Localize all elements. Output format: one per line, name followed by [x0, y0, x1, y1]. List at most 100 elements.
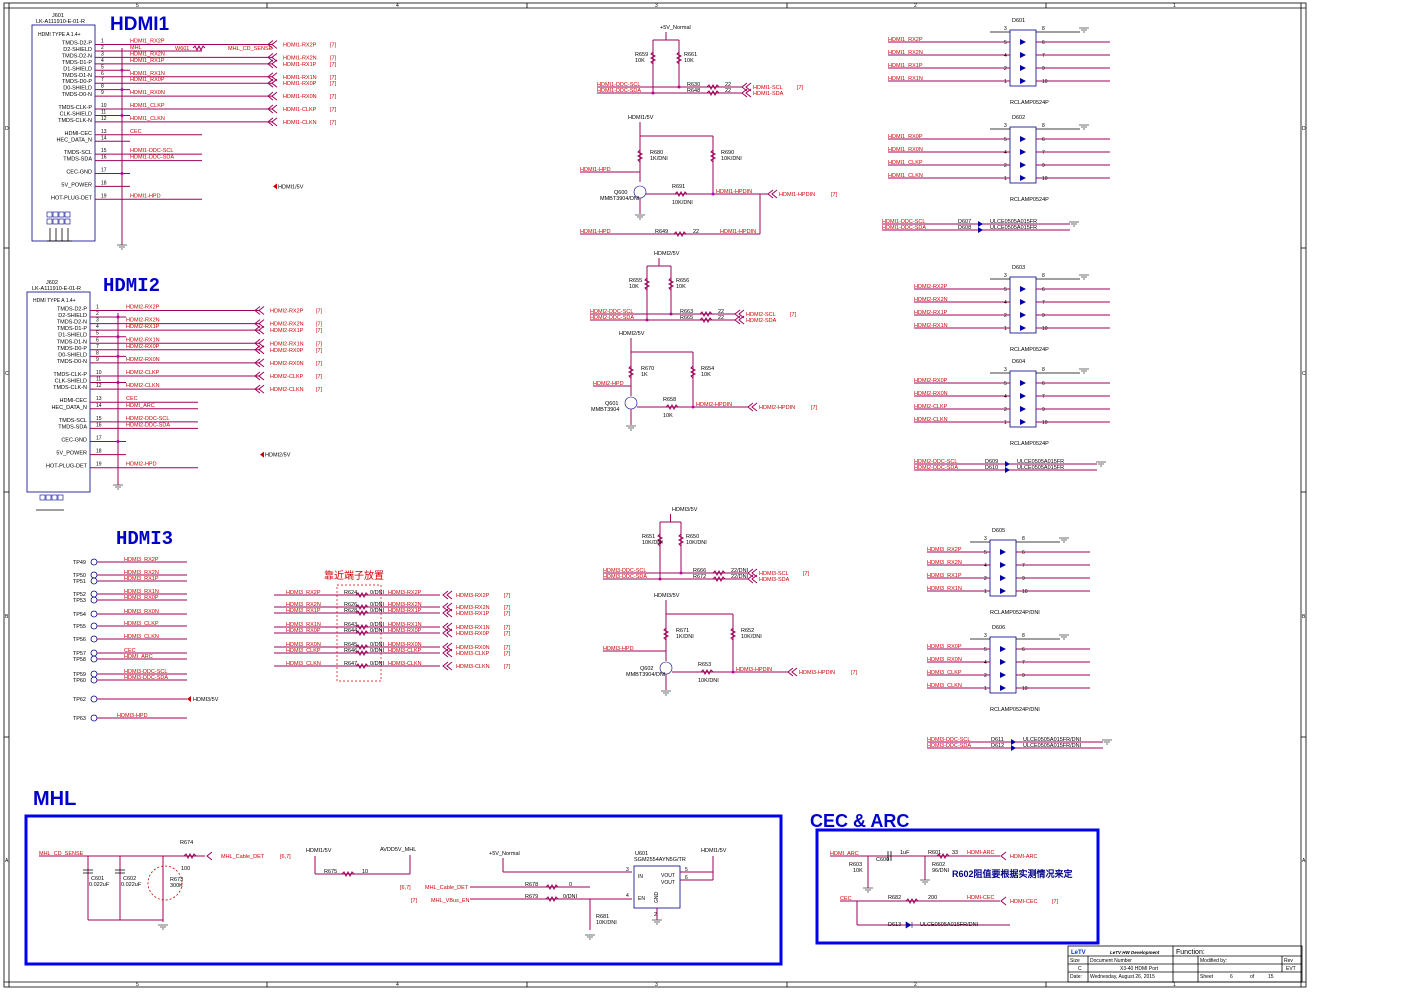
section-title-hdmi3: HDMI3	[116, 528, 173, 550]
hpd3-q-part: MMBT3904/DNI	[626, 672, 666, 678]
j602-pin-number-6: 6	[96, 337, 99, 343]
tb-brand: LeTV	[1071, 950, 1086, 956]
cec-ref: [7]	[1052, 899, 1059, 905]
resistor-symbol	[636, 149, 644, 163]
hpd2-q-part: MMBT3904	[591, 407, 619, 413]
tvs5-rpin-3: 10	[1022, 589, 1028, 595]
j602-pin-net-9: HDMI2-RX0N	[126, 357, 160, 363]
res-bank-tag-5: HDMI3-RX0N	[456, 645, 490, 651]
border-col-5: 5	[136, 3, 139, 9]
tvs1-lpin-1: 4	[1004, 53, 1007, 59]
res-bank-in-0: HDMI3_RX2P	[286, 590, 321, 596]
tvs6-rpin-0: 6	[1022, 647, 1025, 653]
border-col-1-bottom: 1	[1173, 982, 1176, 988]
tvs5-lpin-2: 2	[984, 576, 987, 582]
tvs-body	[1009, 276, 1037, 334]
mhl-block: MHL_CD_SENSE R674 MHL_Cable_DET [6,7] C6…	[24, 814, 783, 966]
tvs1-net-2: HDMI1_RX1P	[888, 63, 923, 69]
tvs4-lpin-2: 2	[1004, 407, 1007, 413]
tvs-diode	[1000, 646, 1006, 652]
tvs2-lpin-1: 4	[1004, 150, 1007, 156]
j601-pin-net-10: HDMI1_CLKP	[130, 103, 165, 109]
offpage-arrow	[267, 59, 278, 69]
cec-in-net: CEC	[840, 896, 852, 902]
j601-pin-name-13: HDMI-CEC	[65, 131, 93, 137]
ddc3-sda-tag: HDMI3-SDA	[759, 577, 790, 583]
j602-pin-number-3: 3	[96, 318, 99, 324]
border-col-5-bottom: 5	[136, 982, 139, 988]
hpd1-bypass-out: HDMI1-HPDIN	[720, 229, 756, 235]
arc-in-net: HDMI_ARC	[830, 851, 859, 857]
res-bank-value-4: 0/DNI	[370, 628, 385, 634]
j601-pin-name-18: 5V_POWER	[61, 182, 92, 188]
power-port-symbol	[260, 451, 264, 458]
arc-tag: HDMI-ARC	[1010, 854, 1038, 860]
tb-function: Function:	[1176, 949, 1205, 956]
mhl-5v-normal: +5V_Normal	[489, 851, 520, 857]
ground-symbol	[1079, 368, 1089, 374]
tvs1-net-3: HDMI1_RX1N	[888, 76, 923, 82]
border-row-b-right: B	[1302, 614, 1306, 620]
testpoint-net-tp55: HDMI3_CLKP	[124, 621, 159, 627]
res-bank-value-6: 0/DNI	[370, 648, 385, 654]
j601-pin-number-4: 4	[101, 58, 104, 64]
border-col-3-bottom: 3	[655, 982, 658, 988]
j602-ref-9: [7]	[316, 361, 323, 367]
res-bank-in-6: HDMI3_CLKP	[286, 648, 321, 654]
tvs6-rpin-2: 9	[1022, 673, 1025, 679]
tvs-pin-tl-3: 3	[1004, 273, 1007, 279]
offpage-arrow	[747, 574, 758, 584]
hpd3-r1-ref: R671	[676, 628, 689, 634]
r681-ref: R681	[596, 914, 609, 920]
testpoint-tp63: TP63	[73, 716, 86, 722]
ddc-esd-diodes: HDMI1-DDC-SCLHDMI1-DDC-SDAD607D608ULCE05…	[882, 219, 1112, 751]
tvs4-net-3: HDMI2-CLKN	[914, 417, 948, 423]
hpd3-r2-value: 10K/DNI	[741, 634, 762, 640]
tvs4-net-2: HDMI2-CLKP	[914, 404, 948, 410]
j602-tag-10: HDMI2-CLKP	[270, 374, 304, 380]
offpage-arrow	[442, 648, 453, 658]
ddc1-rs2-value: 22	[725, 88, 731, 94]
res-bank-tag-6: HDMI3-CLKP	[456, 651, 490, 657]
testpoint-net-tp53: HDMI3_RX0P	[124, 595, 159, 601]
j602-tag-7: HDMI2-RX0P	[270, 348, 304, 354]
resistor-symbol	[700, 668, 714, 676]
j602-ref-4: [7]	[316, 328, 323, 334]
tvs-part-6: RCLAMP0524P/DNI	[990, 707, 1040, 713]
hpd1-rx-ref: R649	[655, 229, 668, 235]
tvs-diode	[1000, 575, 1006, 581]
tvs-pin-tl-5: 3	[984, 536, 987, 542]
j602-pin-net-6: HDMI2-RX1N	[126, 337, 160, 343]
ddc2-scl-tag: HDMI2-SCL	[746, 312, 776, 318]
res-bank-value-1: 0/DNI	[370, 602, 385, 608]
tvs-ref-4: D604	[1012, 359, 1025, 365]
ddc1-rail: +5V_Normal	[660, 25, 691, 31]
tvs6-lpin-3: 1	[984, 686, 987, 692]
r674-ref: R674	[180, 840, 193, 846]
hpd1-bypass-net: HDMI1-HPD	[580, 229, 611, 235]
ddc1-rb-value: 10K	[684, 58, 694, 64]
offpage-arrow	[442, 661, 453, 671]
esd3-d1: D611	[991, 737, 1004, 743]
j602-ref: J602	[46, 280, 58, 286]
u601-in: IN	[638, 874, 643, 880]
tvs1-rpin-3: 10	[1042, 79, 1048, 85]
ddc3-ref: [7]	[803, 571, 810, 577]
j601-pin-name-14: HEC_DATA_N	[56, 137, 92, 143]
hpd1-out-net: HDMI1-HPDIN	[716, 189, 752, 195]
testpoint-circle	[90, 590, 98, 598]
tvs4-lpin-1: 4	[1004, 394, 1007, 400]
offpage-arrow	[254, 319, 265, 328]
j601-pin-name-9: TMDS-D0-N	[62, 92, 92, 98]
u601-vout1: VOUT	[661, 873, 675, 879]
j602-pin-number-4: 4	[96, 324, 99, 330]
tvs4-rpin-3: 10	[1042, 420, 1048, 426]
testpoint-tp57: TP57	[73, 651, 86, 657]
testpoint-tp52: TP52	[73, 592, 86, 598]
res-bank-ref-7: R647	[344, 661, 357, 667]
tvs-diode	[1020, 312, 1026, 318]
res-bank-value-3: 0/DNI	[370, 622, 385, 628]
section-title-cec-arc: CEC & ARC	[810, 811, 909, 831]
j602-ref-7: [7]	[316, 348, 323, 354]
ground-symbol	[1079, 27, 1089, 33]
